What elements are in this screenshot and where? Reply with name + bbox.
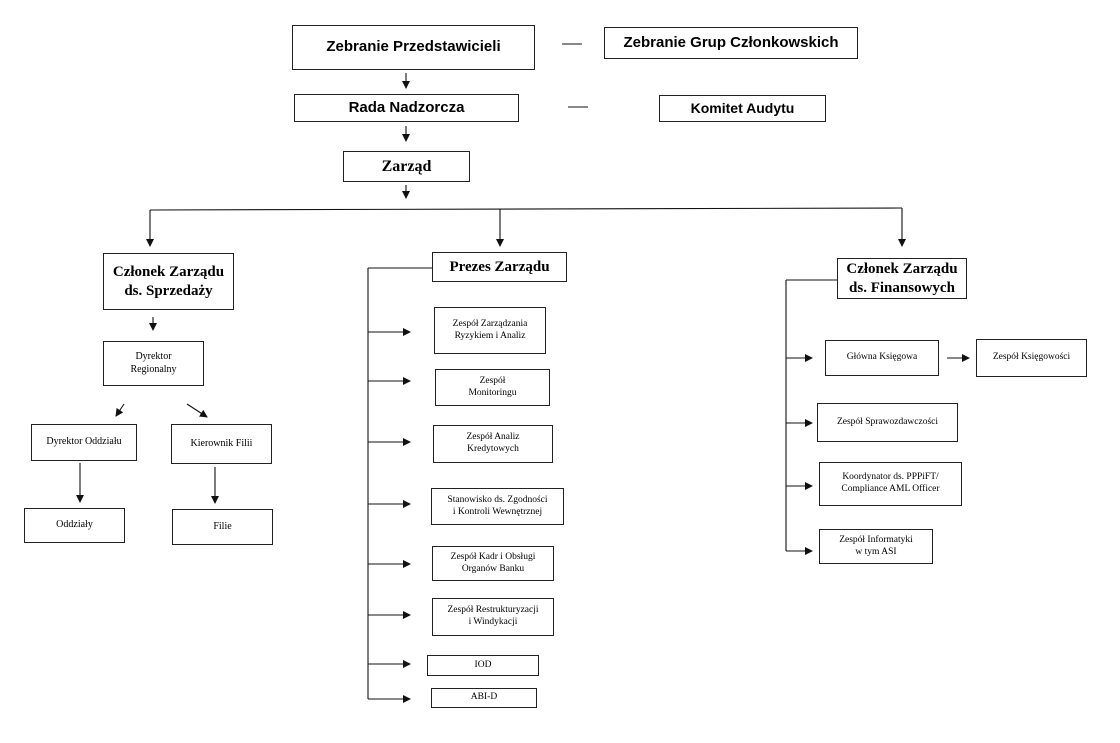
dyrektor-regionalny-box: Dyrektor Regionalny [103,341,204,386]
unit-zarzadzania-ryzykiem-box: Zespół Zarządzania Ryzykiem i Analiz [434,307,546,354]
zespol-sprawozdawczosci-box: Zespół Sprawozdawczości [817,403,958,442]
glowna-ksiegowa-box: Główna Księgowa [825,340,939,376]
unit-zgodnosci-box: Stanowisko ds. Zgodności i Kontroli Wewn… [431,488,564,525]
unit-restrukturyzacji-box: Zespół Restrukturyzacji i Windykacji [432,598,554,636]
unit-monitoringu-box: Zespół Monitoringu [435,369,550,406]
oddzialy-box: Oddziały [24,508,125,543]
czlonek-zarzadu-sprzedazy-box: Członek Zarządu ds. Sprzedaży [103,253,234,310]
unit-analiz-kredytowych-box: Zespół Analiz Kredytowych [433,425,553,463]
filie-box: Filie [172,509,273,545]
zespol-informatyki-box: Zespół Informatyki w tym ASI [819,529,933,564]
zebranie-grup-czlonkowskich-box: Zebranie Grup Członkowskich [604,27,858,59]
unit-kadr-box: Zespół Kadr i Obsługi Organów Banku [432,546,554,581]
komitet-audytu-box: Komitet Audytu [659,95,826,122]
koordynator-pppift-box: Koordynator ds. PPPiFT/ Compliance AML O… [819,462,962,506]
zarzad-box: Zarząd [343,151,470,182]
unit-iod-box: IOD [427,655,539,676]
zebranie-przedstawicieli-box: Zebranie Przedstawicieli [292,25,535,70]
prezes-zarzadu-box: Prezes Zarządu [432,252,567,282]
rada-nadzorcza-box: Rada Nadzorcza [294,94,519,122]
czlonek-zarzadu-finansowych-box: Członek Zarządu ds. Finansowych [837,258,967,299]
kierownik-filii-box: Kierownik Filii [171,424,272,464]
zespol-ksiegowosci-box: Zespół Księgowości [976,339,1087,377]
unit-abi-d-box: ABI-D [431,688,537,708]
dyrektor-oddzialu-box: Dyrektor Oddziału [31,424,137,461]
